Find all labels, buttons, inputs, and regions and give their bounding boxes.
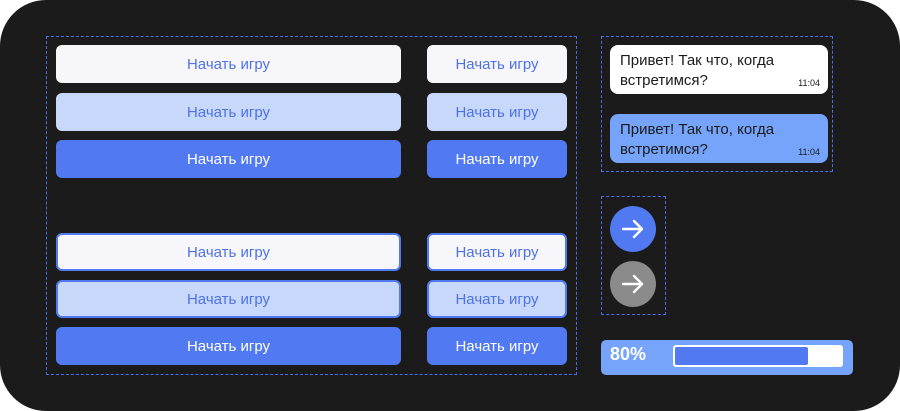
message-text: Привет! Так что, когда встретимся?: [620, 121, 775, 158]
progress-track: [673, 345, 843, 367]
start-game-button-narrow-default[interactable]: Начать игру: [427, 45, 567, 83]
start-game-button-wide-light-focused[interactable]: Начать игру: [56, 280, 401, 318]
arrow-right-icon: [621, 219, 644, 239]
progress-fill: [675, 347, 808, 365]
start-game-button-narrow-default-focused[interactable]: Начать игру: [427, 233, 567, 271]
arrow-buttons-group: [601, 196, 666, 315]
start-game-button-wide-light[interactable]: Начать игру: [56, 93, 401, 131]
message-time: 11:04: [798, 78, 820, 88]
start-game-button-narrow-light-focused[interactable]: Начать игру: [427, 280, 567, 318]
message-text: Привет! Так что, когда встретимся?: [620, 52, 775, 89]
message-time: 11:04: [798, 147, 820, 157]
start-game-button-wide-default[interactable]: Начать игру: [56, 45, 401, 83]
buttons-group: [46, 36, 577, 375]
start-game-button-wide-primary[interactable]: Начать игру: [56, 140, 401, 178]
outgoing-message-bubble: Привет! Так что, когда встретимся? 11:04: [610, 114, 828, 163]
start-game-button-wide-default-focused[interactable]: Начать игру: [56, 233, 401, 271]
start-game-button-narrow-light[interactable]: Начать игру: [427, 93, 567, 131]
progress-widget: 80%: [601, 340, 853, 375]
incoming-message-bubble: Привет! Так что, когда встретимся? 11:04: [610, 45, 828, 94]
next-button[interactable]: [610, 206, 656, 252]
start-game-button-narrow-primary[interactable]: Начать игру: [427, 140, 567, 178]
next-button-disabled[interactable]: [610, 261, 656, 307]
start-game-button-wide-primary-2[interactable]: Начать игру: [56, 327, 401, 365]
chat-bubbles-group: [601, 36, 833, 172]
start-game-button-narrow-primary-2[interactable]: Начать игру: [427, 327, 567, 365]
arrow-right-icon: [621, 274, 644, 294]
progress-label: 80%: [610, 344, 647, 364]
